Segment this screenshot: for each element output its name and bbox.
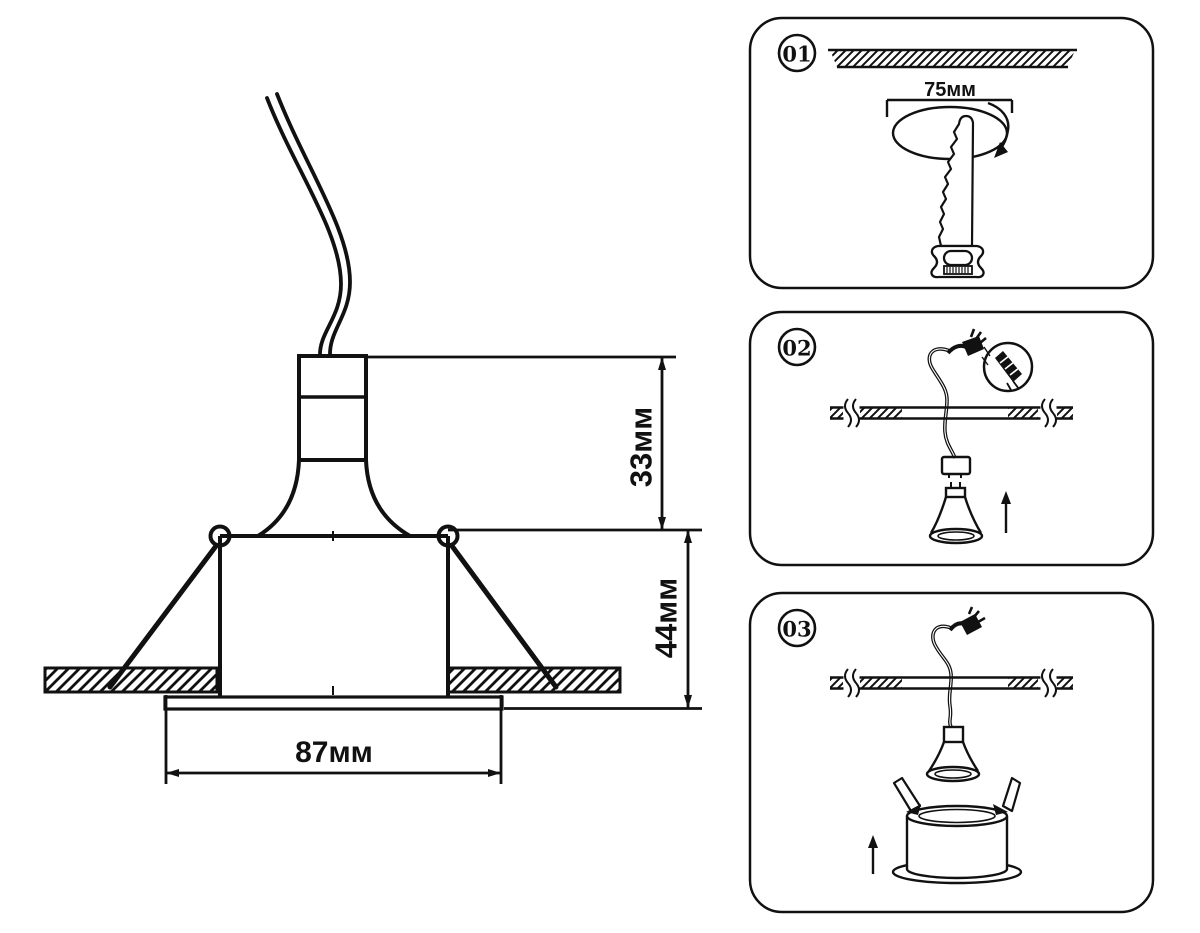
fixture-body-icon	[891, 776, 1023, 885]
ceiling-section	[43, 666, 622, 694]
dimension-33mm: 33мм	[368, 355, 702, 532]
ceiling-hatch-band	[828, 48, 1077, 69]
spring-clip-icon	[107, 524, 559, 690]
dim-75-label: 75мм	[924, 79, 976, 101]
rotation-arrowhead	[994, 142, 1008, 158]
step-panel-02: 02	[748, 310, 1155, 567]
supply-wire	[931, 624, 953, 728]
main-technical-drawing: 33мм 44мм 87мм	[43, 92, 702, 784]
step-panel-01: 01 75мм	[748, 16, 1155, 290]
lamp-icon	[256, 354, 411, 538]
ceiling-cross-section	[828, 396, 1075, 430]
step-badge-01: 01	[777, 33, 817, 73]
lamp-holder-icon	[940, 455, 972, 478]
trim-ring	[163, 695, 504, 711]
dim-87-label: 87мм	[295, 736, 373, 769]
up-arrow-icon	[1001, 491, 1011, 533]
cut-hole-ellipse	[891, 101, 1010, 161]
step-panel-03: 03	[748, 591, 1155, 914]
wire-connector-icon	[946, 328, 987, 356]
step-badge-03: 03	[777, 608, 817, 648]
dimension-87mm: 87мм	[164, 695, 503, 784]
step-badge-02: 02	[777, 327, 817, 367]
gu10-lamp-icon	[928, 482, 984, 545]
supply-wire	[927, 347, 957, 459]
power-cable-icon	[265, 92, 352, 358]
dimension-75mm: 75мм	[885, 79, 1014, 117]
gu10-lamp-icon	[925, 725, 981, 783]
dim-44-label: 44мм	[649, 578, 684, 658]
step-number: 01	[782, 42, 811, 67]
up-arrow-icon	[868, 835, 878, 874]
step-number: 03	[782, 617, 811, 642]
magnifier-detail	[981, 341, 1034, 393]
dim-33-label: 33мм	[624, 407, 659, 487]
wire-connector-icon	[948, 606, 986, 635]
dimension-44mm: 44мм	[504, 530, 702, 710]
fixture-housing	[218, 531, 450, 697]
step-number: 02	[782, 336, 811, 361]
spring-clip-icon	[892, 776, 1022, 815]
hole-saw-icon	[930, 114, 985, 279]
